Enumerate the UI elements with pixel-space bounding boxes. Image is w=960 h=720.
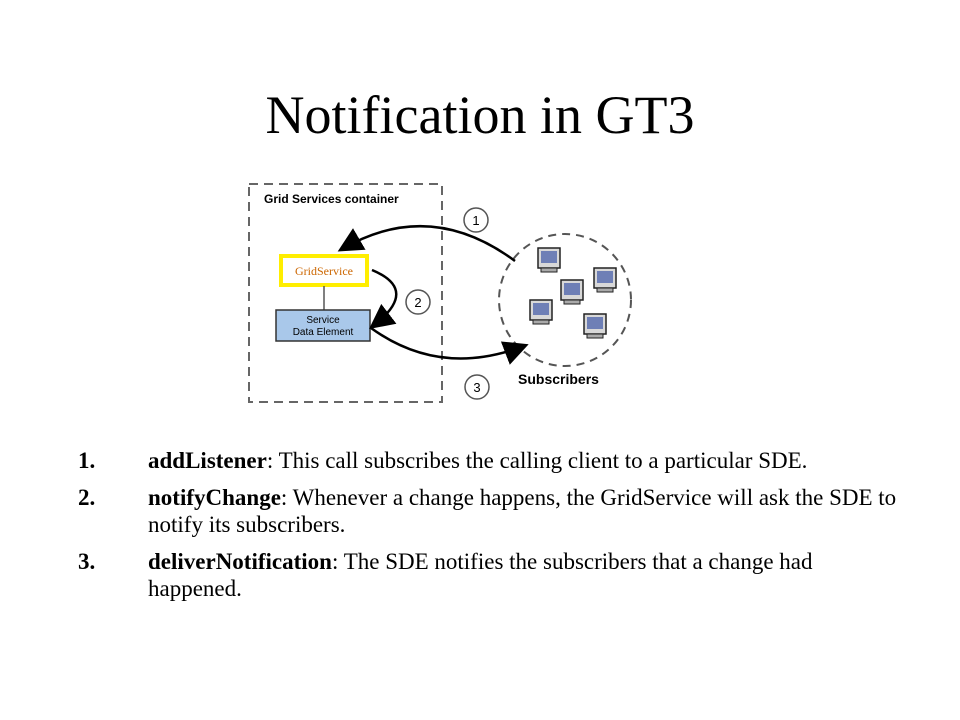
step-term: deliverNotification [148,549,332,574]
computer-icon [560,279,584,305]
sde-label-line2: Data Element [293,327,354,338]
list-item: 2. notifyChange: Whenever a change happe… [78,484,908,538]
grid-service-label: GridService [295,264,353,278]
container-label: Grid Services container [264,192,399,206]
step-2-marker [405,289,431,315]
step-3-marker [464,374,490,400]
computer-icon [583,313,607,339]
step-1-marker [463,207,489,233]
step-term: notifyChange [148,485,281,510]
step-number: 3. [78,549,96,574]
sde-label-line1: Service [306,315,340,326]
notification-diagram: Grid Services container GridService Serv… [248,183,632,403]
arrow-add-listener [337,224,516,263]
list-item: 1. addListener: This call subscribes the… [78,447,908,474]
step-text: : Whenever a change happens, the GridSer… [148,485,897,537]
list-item: 3. deliverNotification: The SDE notifies… [78,548,908,602]
step-3-marker-label: 3 [473,380,480,395]
grid-service-box [279,254,369,287]
computer-icon [537,247,561,273]
arrow-deliver-notification [370,326,529,365]
slide-title: Notification in GT3 [265,85,695,145]
grid-services-container [248,183,443,403]
subscribers-label: Subscribers [518,371,599,387]
step-text: : This call subscribes the calling clien… [266,448,808,473]
subscribers-group [498,233,632,367]
step-number: 2. [78,485,96,510]
step-number: 1. [78,448,96,473]
step-1-marker-label: 1 [472,213,479,228]
step-term: addListener [148,448,267,473]
step-text: : The SDE notifies the subscribers that … [148,549,813,601]
arrow-notify-change [369,268,398,330]
computer-icon [593,267,617,293]
steps-list: 1. addListener: This call subscribes the… [78,447,908,612]
step-2-marker-label: 2 [414,295,421,310]
computer-icon [529,299,553,325]
